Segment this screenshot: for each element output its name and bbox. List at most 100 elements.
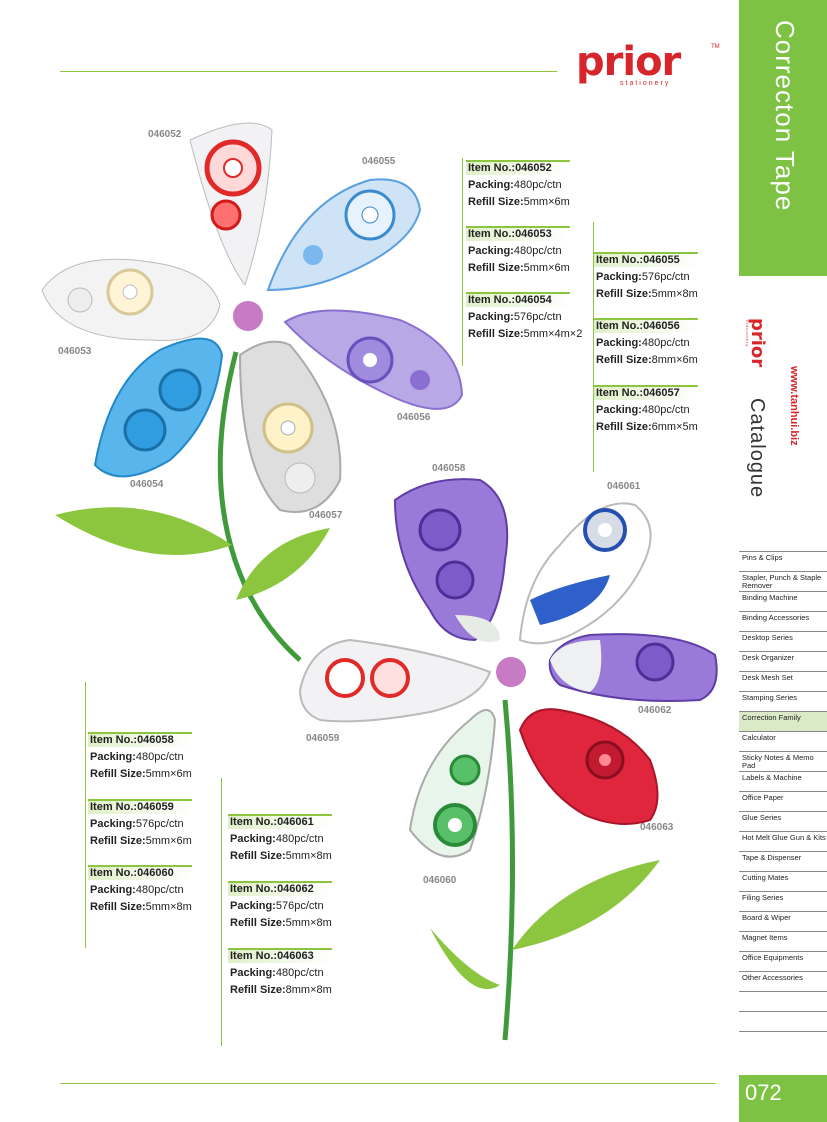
photo-code: 046055 [362,156,396,167]
packing-value: 480pc/ctn [275,833,324,845]
brand-tm: TM [711,44,720,50]
packing-value: 576pc/ctn [513,311,562,323]
packing-value: 480pc/ctn [641,404,690,416]
category-item[interactable]: Office Paper [739,791,827,811]
packing-value: 576pc/ctn [275,900,324,912]
category-item[interactable]: Binding Accessories [739,611,827,631]
category-item[interactable]: Filing Series [739,891,827,911]
category-list: Pins & Clips Stapler, Punch & Staple Rem… [739,551,827,1051]
category-item[interactable]: Desk Mesh Set [739,671,827,691]
category-item[interactable]: Office Equipments [739,951,827,971]
group-divider [221,778,222,1046]
photo-code: 046060 [423,875,457,886]
brand-name: prior [576,39,681,85]
page-number: 072 [745,1080,782,1105]
item-spec: Item No.:046057 Packing:480pc/ctn Refill… [594,385,698,433]
refill-value: 5mm×6m [145,835,192,847]
flower-center [496,657,526,687]
item-spec: Item No.:046060 Packing:480pc/ctn Refill… [88,865,192,913]
category-item[interactable]: Desk Organizer [739,651,827,671]
category-item-active[interactable]: Correction Family [739,711,827,731]
photo-code: 046059 [306,733,340,744]
category-item[interactable]: Calculator [739,731,827,751]
category-item[interactable]: Glue Series [739,811,827,831]
item-number: Item No.:046057 [594,385,698,400]
bottom-rule [60,1083,716,1084]
catalogue-label: Catalogue [746,398,768,499]
packing-value: 480pc/ctn [135,751,184,763]
tape-046062 [548,633,718,702]
category-item[interactable]: Binding Machine [739,591,827,611]
tape-046063 [518,708,659,825]
item-number: Item No.:046056 [594,318,698,333]
category-item[interactable]: Board & Wiper [739,911,827,931]
tape-046053 [41,258,221,342]
item-number: Item No.:046060 [88,865,192,880]
side-logo-tagline: stationery [745,320,750,348]
title-band [739,0,827,276]
refill-value: 5mm×8m [285,917,332,929]
tape-046056 [283,309,464,410]
refill-value: 6mm×5m [651,421,698,433]
packing-value: 480pc/ctn [135,884,184,896]
refill-value: 5mm×4m×2 [523,328,583,340]
category-item[interactable]: Magnet Items [739,931,827,951]
group-divider [462,158,463,366]
category-item[interactable]: Cutting Mates [739,871,827,891]
brand-logo: prior stationery TM [576,39,720,90]
refill-value: 5mm×6m [523,196,570,208]
category-divider [739,991,827,1011]
packing-value: 480pc/ctn [641,337,690,349]
item-number: Item No.:046054 [466,292,570,307]
category-divider [739,1031,827,1051]
photo-code: 046052 [148,129,182,140]
leaf [430,928,500,990]
refill-value: 5mm×8m [651,288,698,300]
refill-value: 5mm×8m [145,901,192,913]
item-number: Item No.:046053 [466,226,570,241]
tape-046061 [518,502,652,645]
group-divider [85,682,86,948]
item-number: Item No.:046052 [466,160,570,175]
photo-code: 046057 [309,510,343,521]
website-url[interactable]: www.tanhui.biz [788,366,800,446]
tape-046060 [408,709,497,858]
item-spec: Item No.:046061 Packing:480pc/ctn Refill… [228,814,332,862]
packing-value: 576pc/ctn [135,818,184,830]
leaf [55,507,232,555]
tape-046054 [93,337,224,478]
item-spec: Item No.:046056 Packing:480pc/ctn Refill… [594,318,698,366]
packing-value: 576pc/ctn [641,271,690,283]
item-number: Item No.:046058 [88,732,192,747]
tape-046059 [298,638,492,723]
page-number-box [739,1075,827,1122]
category-divider [739,1011,827,1031]
refill-value: 8mm×8m [285,984,332,996]
refill-value: 5mm×6m [145,768,192,780]
photo-code: 046061 [607,481,641,492]
category-item[interactable]: Pins & Clips [739,551,827,571]
item-number: Item No.:046062 [228,881,332,896]
item-spec: Item No.:046055 Packing:576pc/ctn Refill… [594,252,698,300]
refill-value: 8mm×6m [651,354,698,366]
item-number: Item No.:046055 [594,252,698,267]
category-item[interactable]: Labels & Machine [739,771,827,791]
tape-046052 [189,122,273,287]
photo-code: 046056 [397,412,431,423]
tape-046058 [393,478,509,643]
packing-value: 480pc/ctn [513,179,562,191]
photo-code: 046053 [58,346,92,357]
category-item[interactable]: Stamping Series [739,691,827,711]
side-logo: prior [747,318,768,368]
category-item[interactable]: Tape & Dispenser [739,851,827,871]
category-item[interactable]: Other Accessories [739,971,827,991]
item-spec: Item No.:046063 Packing:480pc/ctn Refill… [228,948,332,996]
category-item[interactable]: Stapler, Punch & Staple Remover [739,571,827,591]
photo-code: 046054 [130,479,164,490]
item-spec: Item No.:046052 Packing:480pc/ctn Refill… [466,160,570,208]
category-item[interactable]: Sticky Notes & Memo Pad [739,751,827,771]
category-item[interactable]: Desktop Series [739,631,827,651]
section-title: Correcton Tape [770,20,800,212]
category-item[interactable]: Hot Melt Glue Gun & Kits [739,831,827,851]
item-spec: Item No.:046054 Packing:576pc/ctn Refill… [466,292,583,340]
